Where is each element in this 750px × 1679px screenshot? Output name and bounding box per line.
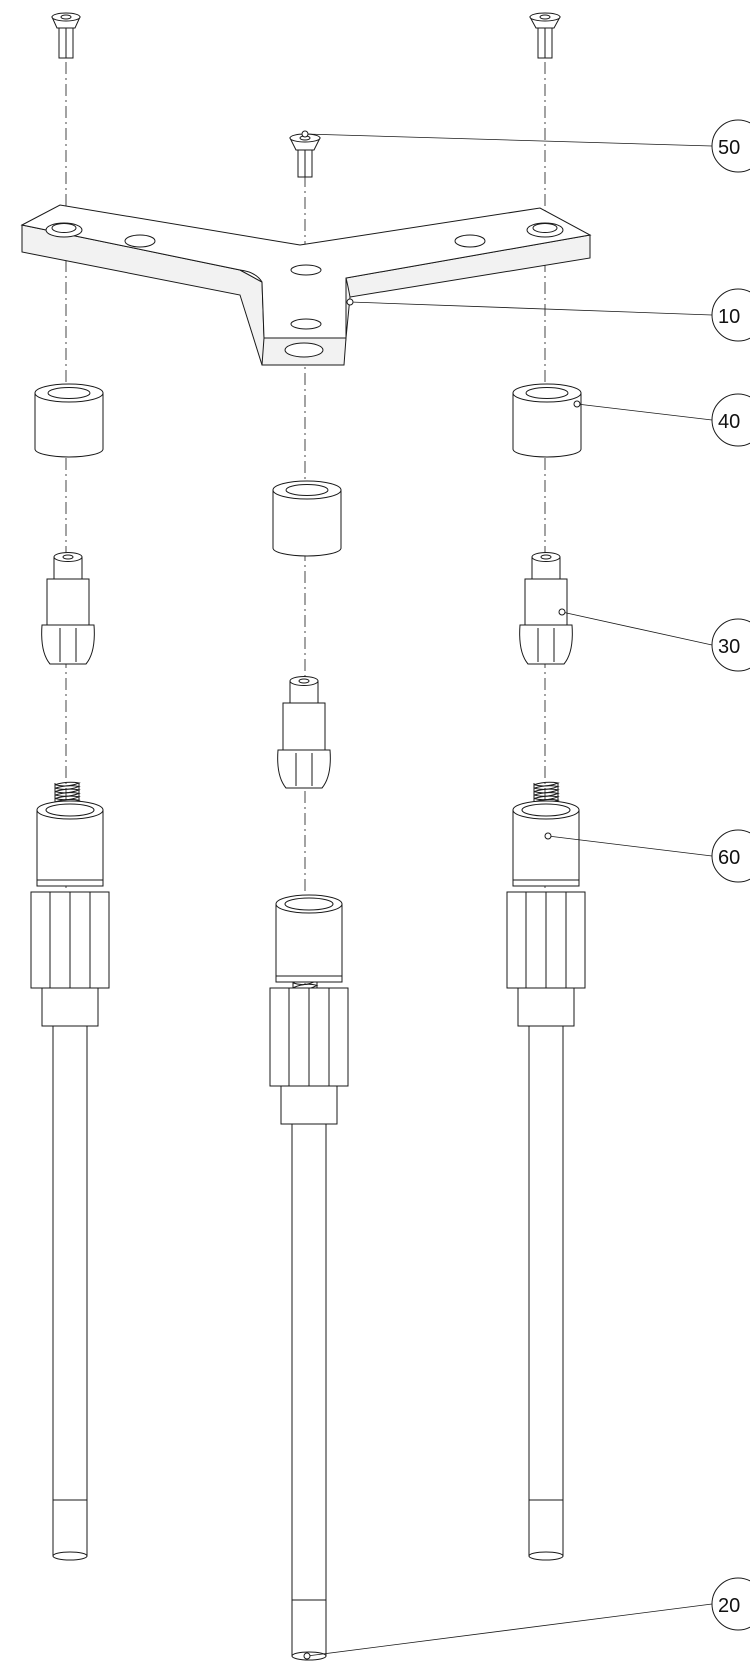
- balloon-label-50: 50: [718, 137, 740, 159]
- balloon-40: 40: [711, 393, 750, 447]
- housing-right: [506, 800, 586, 1561]
- housing-center: [269, 894, 349, 1661]
- leader-30: [561, 611, 713, 646]
- screw-right: [529, 12, 561, 59]
- balloon-label-60: 60: [718, 847, 740, 869]
- bushings: [34, 383, 582, 557]
- balloon-label-20: 20: [718, 1595, 740, 1617]
- balloon-60: 60: [711, 829, 750, 883]
- balloon-label-10: 10: [718, 306, 740, 328]
- balloon-label-40: 40: [718, 411, 740, 433]
- balloon-50: 50: [711, 119, 750, 173]
- leader-20: [306, 1603, 713, 1657]
- leader-40: [576, 403, 713, 421]
- pin-left: [41, 552, 95, 665]
- pin-center: [277, 676, 331, 789]
- bushing-right: [512, 383, 582, 458]
- balloon-label-30: 30: [718, 636, 740, 658]
- callout-balloons: 50 10 40 30 60 20: [711, 119, 750, 1631]
- balloon-30: 30: [711, 618, 750, 672]
- balloon-10: 10: [711, 288, 750, 342]
- screw-center: [289, 133, 321, 178]
- bushing-left: [34, 383, 104, 458]
- leader-60: [547, 835, 713, 857]
- balloon-20: 20: [711, 1577, 750, 1631]
- y-shaped-mounting-plate: [20, 204, 592, 366]
- screw-left: [51, 12, 81, 59]
- pin-right: [519, 552, 573, 665]
- housing-left: [30, 800, 110, 1561]
- bushing-center: [272, 480, 342, 557]
- shoulder-pins: [41, 552, 573, 789]
- leader-10: [349, 301, 713, 316]
- countersunk-screws: [51, 12, 561, 178]
- leader-50: [304, 133, 713, 147]
- leader-lines: [301, 130, 713, 1660]
- threaded-housings: [30, 800, 586, 1661]
